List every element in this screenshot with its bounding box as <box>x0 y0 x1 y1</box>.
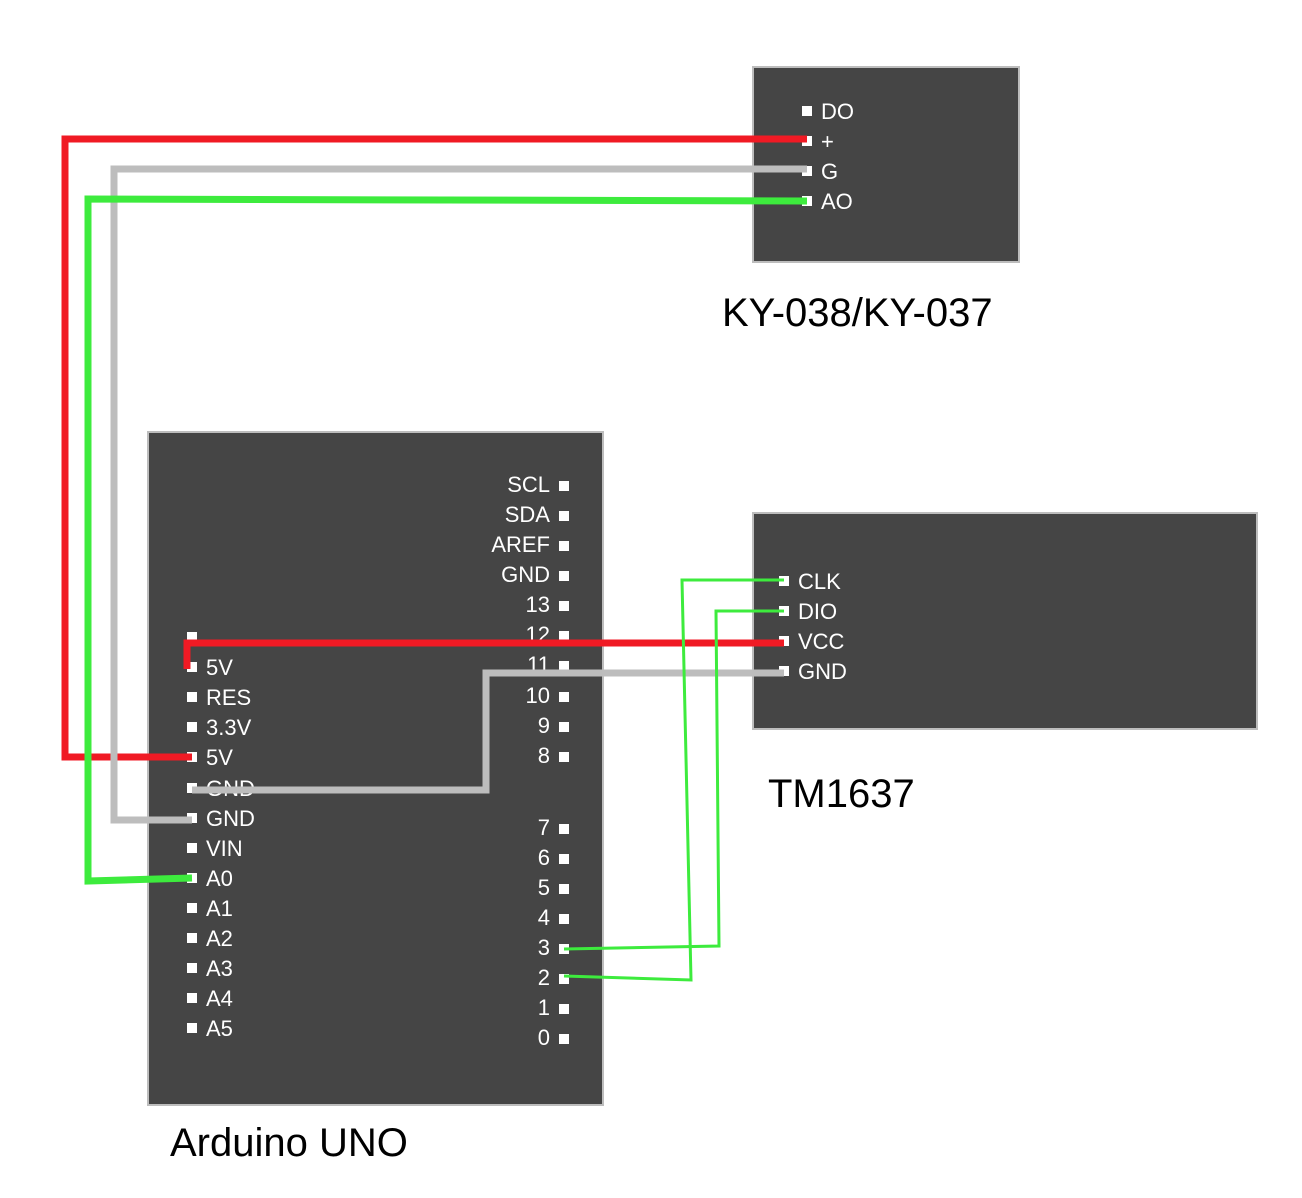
display-pin-label-dio: DIO <box>798 599 837 624</box>
wire-d2-to-display-clk <box>563 578 784 982</box>
arduino-pin-d10 <box>559 692 569 702</box>
display-module: CLK DIO VCC GND TM1637 <box>752 512 1258 816</box>
arduino-pin-label-d3: 3 <box>538 935 550 960</box>
arduino-pin-a5 <box>187 1023 197 1033</box>
arduino-title: Arduino UNO <box>170 1121 408 1165</box>
sensor-module: DO + G AO KY-038/KY-037 <box>722 66 1020 335</box>
arduino-pin-label-d7: 7 <box>538 815 550 840</box>
arduino-pin-label-d13: 13 <box>526 592 550 617</box>
wire-gnd-to-sensor-g <box>110 165 807 824</box>
arduino-pin-label-d10: 10 <box>526 683 550 708</box>
arduino-pin-d5 <box>559 884 569 894</box>
arduino-pin-label-gnd-2: GND <box>206 806 255 831</box>
wire-5v-to-sensor-plus <box>61 135 807 761</box>
arduino-pin-label-res: RES <box>206 685 251 710</box>
wires <box>61 135 808 982</box>
arduino-pin-label-a3: A3 <box>206 956 233 981</box>
arduino-pin-d6 <box>559 854 569 864</box>
arduino-pin-res <box>187 692 197 702</box>
arduino-pin-d8 <box>559 752 569 762</box>
arduino-pin-label-a5: A5 <box>206 1016 233 1041</box>
arduino-module: 5V RES 3.3V 5V GND GND VIN A0 A1 A2 A3 A… <box>147 431 604 1165</box>
arduino-pin-label-aref: AREF <box>491 532 550 557</box>
wire-a0-to-sensor-ao <box>84 195 808 885</box>
arduino-pin-label-5v: 5V <box>206 745 233 770</box>
arduino-pin-aref <box>559 541 569 551</box>
arduino-pin-5v-top <box>187 662 197 672</box>
arduino-pin-unlabeled <box>187 632 197 642</box>
sensor-board <box>752 66 1020 263</box>
arduino-pin-label-scl: SCL <box>507 472 550 497</box>
arduino-pin-label-3v3: 3.3V <box>206 715 252 740</box>
arduino-pin-label-d6: 6 <box>538 845 550 870</box>
wire-d3-to-display-dio <box>563 609 784 951</box>
arduino-pin-a4 <box>187 993 197 1003</box>
arduino-pin-d12 <box>559 631 569 641</box>
arduino-pin-d13 <box>559 601 569 611</box>
sensor-pin-do <box>802 106 812 116</box>
display-pin-label-clk: CLK <box>798 569 841 594</box>
arduino-pin-label-a2: A2 <box>206 926 233 951</box>
arduino-pin-a2 <box>187 933 197 943</box>
arduino-pin-sda <box>559 511 569 521</box>
arduino-pin-label-d1: 1 <box>538 995 550 1020</box>
arduino-pin-label-a0: A0 <box>206 866 233 891</box>
arduino-pin-scl <box>559 481 569 491</box>
arduino-pin-d4 <box>559 914 569 924</box>
arduino-pin-label-a4: A4 <box>206 986 233 1011</box>
arduino-pin-label-d4: 4 <box>538 905 550 930</box>
arduino-pin-label-d0: 0 <box>538 1025 550 1050</box>
display-pin-label-gnd: GND <box>798 659 847 684</box>
arduino-pin-a1 <box>187 903 197 913</box>
arduino-pin-label-vin: VIN <box>206 836 243 861</box>
arduino-pin-gnd-right <box>559 571 569 581</box>
sensor-pin-label-g: G <box>821 159 838 184</box>
arduino-pin-d1 <box>559 1004 569 1014</box>
wire-5v-to-display-vcc <box>183 639 784 669</box>
arduino-pin-d2 <box>559 974 569 984</box>
display-title: TM1637 <box>768 772 915 816</box>
arduino-pin-d9 <box>559 722 569 732</box>
arduino-pin-d11 <box>559 661 569 671</box>
arduino-pin-label-d5: 5 <box>538 875 550 900</box>
sensor-pin-label-do: DO <box>821 99 854 124</box>
display-pin-label-vcc: VCC <box>798 629 845 654</box>
arduino-pin-a3 <box>187 963 197 973</box>
arduino-pin-label-a1: A1 <box>206 896 233 921</box>
wire-gnd-to-display-gnd <box>192 669 784 794</box>
arduino-pin-d0 <box>559 1034 569 1044</box>
arduino-pin-label-gnd-right: GND <box>501 562 550 587</box>
arduino-pin-label-d2: 2 <box>538 965 550 990</box>
arduino-board <box>147 431 604 1106</box>
sensor-pin-label-plus: + <box>821 129 834 154</box>
arduino-pin-label-5v-top: 5V <box>206 655 233 680</box>
arduino-pin-label-d9: 9 <box>538 713 550 738</box>
arduino-pin-vin <box>187 843 197 853</box>
arduino-pin-label-sda: SDA <box>505 502 551 527</box>
arduino-pin-label-d8: 8 <box>538 743 550 768</box>
display-board <box>752 512 1258 730</box>
arduino-pin-d7 <box>559 824 569 834</box>
sensor-pin-label-ao: AO <box>821 189 853 214</box>
sensor-title: KY-038/KY-037 <box>722 291 993 335</box>
arduino-pin-3v3 <box>187 722 197 732</box>
